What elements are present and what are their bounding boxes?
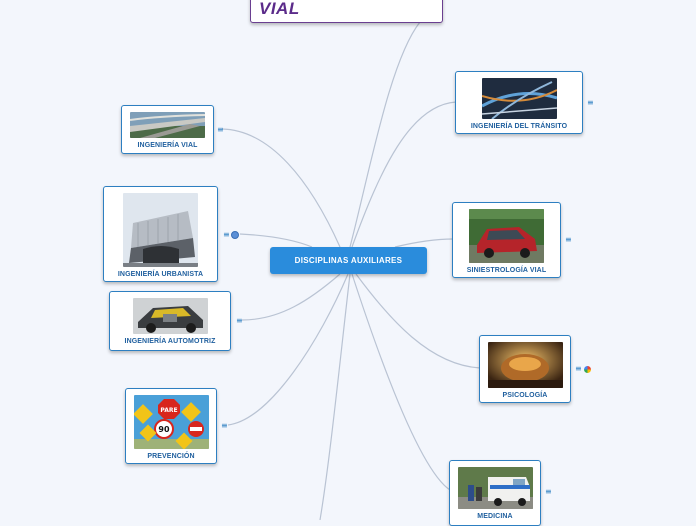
speed-sign-text: 90 xyxy=(158,425,170,434)
psychology-photo xyxy=(487,342,563,388)
traffic-signs-photo: PARE 90 xyxy=(133,395,209,449)
node-ingenieria-transito[interactable]: INGENIERÍA DEL TRÁNSITO xyxy=(455,71,583,134)
branch-to-bottom xyxy=(319,273,351,520)
node-label: INGENIERÍA URBANISTA xyxy=(117,271,204,278)
central-topic[interactable]: DISCIPLINAS AUXILIARES xyxy=(270,247,427,274)
interchange-photo xyxy=(481,78,557,119)
note-icon[interactable]: ≡ xyxy=(217,125,224,134)
note-icon[interactable]: ≡ xyxy=(236,316,243,325)
node-medicina[interactable]: MEDICINA xyxy=(449,460,541,526)
pare-sign-text: PARE xyxy=(160,407,177,414)
branch-to-prevencion xyxy=(227,273,349,426)
ambulance-photo xyxy=(457,467,533,509)
google-icon[interactable] xyxy=(584,366,591,373)
node-ingenieria-urbanista[interactable]: INGENIERÍA URBANISTA xyxy=(103,186,218,282)
root-title: VIAL xyxy=(259,0,300,18)
branch-to-ingenieria-transito xyxy=(351,101,457,248)
branch-to-ingenieria-vial xyxy=(221,128,341,248)
note-icon[interactable]: ≡ xyxy=(221,421,228,430)
node-psicologia[interactable]: PSICOLOGÍA xyxy=(479,335,571,403)
node-label: SINIESTROLOGÍA VIAL xyxy=(466,267,547,274)
highway-photo xyxy=(130,112,205,138)
node-prevencion[interactable]: PARE 90 PREVENCIÓN xyxy=(125,388,217,464)
node-label: MEDICINA xyxy=(477,513,513,520)
node-label: PREVENCIÓN xyxy=(147,453,195,460)
note-icon[interactable]: ≡ xyxy=(565,235,572,244)
branch-to-top xyxy=(349,21,421,248)
node-ingenieria-vial[interactable]: INGENIERÍA VIAL xyxy=(121,105,214,154)
branch-to-medicina xyxy=(351,273,451,491)
note-icon[interactable]: ≡ xyxy=(587,98,594,107)
node-ingenieria-automotriz[interactable]: INGENIERÍA AUTOMOTRIZ xyxy=(109,291,231,351)
node-siniestrologia[interactable]: SINIESTROLOGÍA VIAL xyxy=(452,202,561,278)
building-photo xyxy=(123,193,198,267)
node-label: PSICOLOGÍA xyxy=(502,392,548,399)
branch-to-ingenieria-automotriz xyxy=(241,273,341,321)
branch-to-siniestrologia xyxy=(394,238,454,248)
branch-to-ingenieria-urbanista xyxy=(239,233,313,248)
node-label: INGENIERÍA AUTOMOTRIZ xyxy=(124,338,216,345)
note-icon[interactable]: ≡ xyxy=(223,230,230,239)
note-icon[interactable]: ≡ xyxy=(545,487,552,496)
root-node[interactable]: VIAL xyxy=(250,0,443,23)
branch-to-psicologia xyxy=(355,273,481,369)
globe-icon[interactable] xyxy=(231,231,239,239)
car-engine-photo xyxy=(132,298,208,334)
crashed-car-photo xyxy=(469,209,544,263)
node-label: INGENIERÍA VIAL xyxy=(137,142,198,149)
note-icon[interactable]: ≡ xyxy=(575,364,582,373)
node-label: INGENIERÍA DEL TRÁNSITO xyxy=(470,123,568,130)
